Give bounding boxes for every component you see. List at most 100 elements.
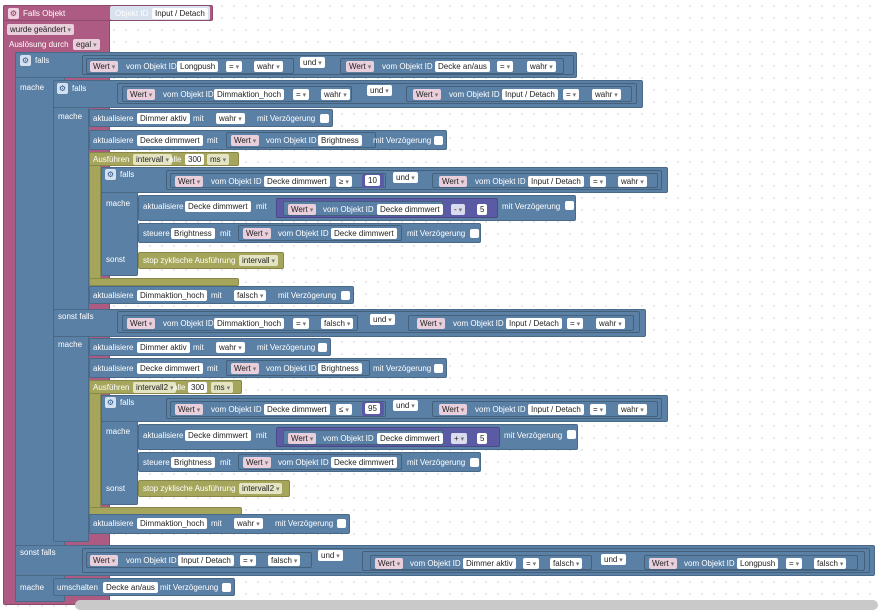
unit-dropdown[interactable]: ms [207,154,230,165]
math-operator-dropdown[interactable]: - [451,204,466,215]
wert-dropdown[interactable]: Wert [288,204,317,215]
value-dropdown[interactable]: falsch [268,555,301,566]
delay-checkbox[interactable] [567,430,576,439]
value-dropdown[interactable]: wahr [592,89,621,100]
horizontal-scrollbar[interactable] [75,600,878,610]
operator-dropdown[interactable]: = [567,318,584,329]
value-dropdown[interactable]: wahr [618,404,647,415]
objekt-id-field[interactable]: Brightness [318,135,362,146]
operator-dropdown[interactable]: = [226,61,243,72]
interval-block[interactable] [89,152,101,286]
interval-name-dropdown[interactable]: intervall2 [133,382,177,393]
and-dropdown[interactable]: und [393,172,418,183]
gear-icon[interactable]: ⚙ [57,83,68,94]
wert-dropdown[interactable]: Wert [243,457,272,468]
value-dropdown[interactable]: wahr [596,318,625,329]
operator-dropdown[interactable]: ≤ [336,404,352,415]
objekt-id-field[interactable]: Dimmaktion_hoch [214,89,285,100]
delay-checkbox[interactable] [318,343,327,352]
operator-dropdown[interactable]: = [563,89,580,100]
objekt-id-field[interactable]: Input / Detach [152,8,208,19]
objekt-id-field[interactable]: Decke dimmwert [137,363,203,374]
objekt-id-field[interactable]: Dimmer aktiv [463,558,516,569]
wert-dropdown[interactable]: Wert [231,363,260,374]
wert-dropdown[interactable]: Wert [649,558,678,569]
objekt-id-field[interactable]: Dimmaktion_hoch [137,290,208,301]
wert-dropdown[interactable]: Wert [413,89,442,100]
value-dropdown[interactable]: wahr [527,61,556,72]
and-dropdown[interactable]: und [318,550,343,561]
value-dropdown[interactable]: wahr [234,518,263,529]
objekt-id-field[interactable]: Input / Detach [528,176,584,187]
delay-checkbox[interactable] [434,364,443,373]
wert-dropdown[interactable]: Wert [346,61,375,72]
delay-checkbox[interactable] [470,229,479,238]
wert-dropdown[interactable]: Wert [127,89,156,100]
number-field[interactable]: 5 [477,204,488,215]
objekt-id-field[interactable]: Decke dimmwert [331,228,397,239]
wert-dropdown[interactable]: Wert [231,135,260,146]
delay-checkbox[interactable] [341,291,350,300]
objekt-id-field[interactable]: Input / Detach [506,318,562,329]
objekt-id-field[interactable]: Input / Detach [528,404,584,415]
objekt-id-field[interactable]: Brightness [171,228,215,239]
objekt-id-field[interactable]: Decke dimmwert [137,135,203,146]
number-field[interactable]: 10 [365,175,380,186]
objekt-id-field[interactable]: Dimmaktion_hoch [214,318,285,329]
value-dropdown[interactable]: wahr [216,113,245,124]
value-dropdown[interactable]: wahr [254,61,283,72]
operator-dropdown[interactable]: = [293,89,310,100]
objekt-id-field[interactable]: Input / Detach [178,555,234,566]
wert-dropdown[interactable]: Wert [288,433,317,444]
gear-icon[interactable]: ⚙ [105,397,116,408]
wert-dropdown[interactable]: Wert [90,555,119,566]
delay-checkbox[interactable] [565,201,574,210]
interval-time-field[interactable]: 300 [188,382,208,393]
value-dropdown[interactable]: falsch [814,558,847,569]
number-field[interactable]: 95 [365,403,380,414]
wert-dropdown[interactable]: Wert [375,558,404,569]
wert-dropdown[interactable]: Wert [127,318,156,329]
delay-checkbox[interactable] [337,519,346,528]
objekt-id-field[interactable]: Input / Detach [502,89,558,100]
operator-dropdown[interactable]: ≥ [336,176,352,187]
operator-dropdown[interactable]: = [590,404,607,415]
objekt-id-field[interactable]: Decke dimmwert [264,404,330,415]
interval-name-dropdown[interactable]: intervall [133,154,173,165]
objekt-id-field[interactable]: Longpush [177,61,219,72]
objekt-id-field[interactable]: Decke dimmwert [377,204,443,215]
objekt-id-field[interactable]: Decke an/aus [103,582,158,593]
wert-dropdown[interactable]: Wert [439,404,468,415]
gear-icon[interactable]: ⚙ [8,8,19,19]
objekt-id-field[interactable]: Decke dimmwert [185,201,251,212]
objekt-id-field[interactable]: Dimmer aktiv [137,113,190,124]
interval-block[interactable] [89,380,101,515]
objekt-id-field[interactable]: Decke dimmwert [185,430,251,441]
objekt-id-field[interactable]: Decke an/aus [435,61,490,72]
wert-dropdown[interactable]: Wert [90,61,119,72]
value-dropdown[interactable]: falsch [550,558,583,569]
value-dropdown[interactable]: falsch [234,290,267,301]
interval-name-dropdown[interactable]: intervall2 [239,483,283,494]
objekt-id-field[interactable]: Decke dimmwert [331,457,397,468]
math-operator-dropdown[interactable]: + [451,433,468,444]
wurde-geandert-dropdown[interactable]: wurde geändert [7,24,75,35]
objekt-id-field[interactable]: Brightness [318,363,362,374]
wert-dropdown[interactable]: Wert [175,176,204,187]
number-field[interactable]: 5 [477,433,488,444]
and-dropdown[interactable]: und [367,85,392,96]
wert-dropdown[interactable]: Wert [243,228,272,239]
objekt-id-field[interactable]: Brightness [171,457,215,468]
value-dropdown[interactable]: wahr [618,176,647,187]
objekt-id-field[interactable]: Longpush [737,558,779,569]
operator-dropdown[interactable]: = [786,558,803,569]
objekt-id-field[interactable]: Dimmer aktiv [137,342,190,353]
egal-dropdown[interactable]: egal [73,39,100,50]
objekt-id-field[interactable]: Decke dimmwert [264,176,330,187]
gear-icon[interactable]: ⚙ [105,169,116,180]
wert-dropdown[interactable]: Wert [439,176,468,187]
operator-dropdown[interactable]: = [590,176,607,187]
and-dropdown[interactable]: und [393,400,418,411]
value-dropdown[interactable]: wahr [321,89,350,100]
and-dropdown[interactable]: und [300,57,325,68]
